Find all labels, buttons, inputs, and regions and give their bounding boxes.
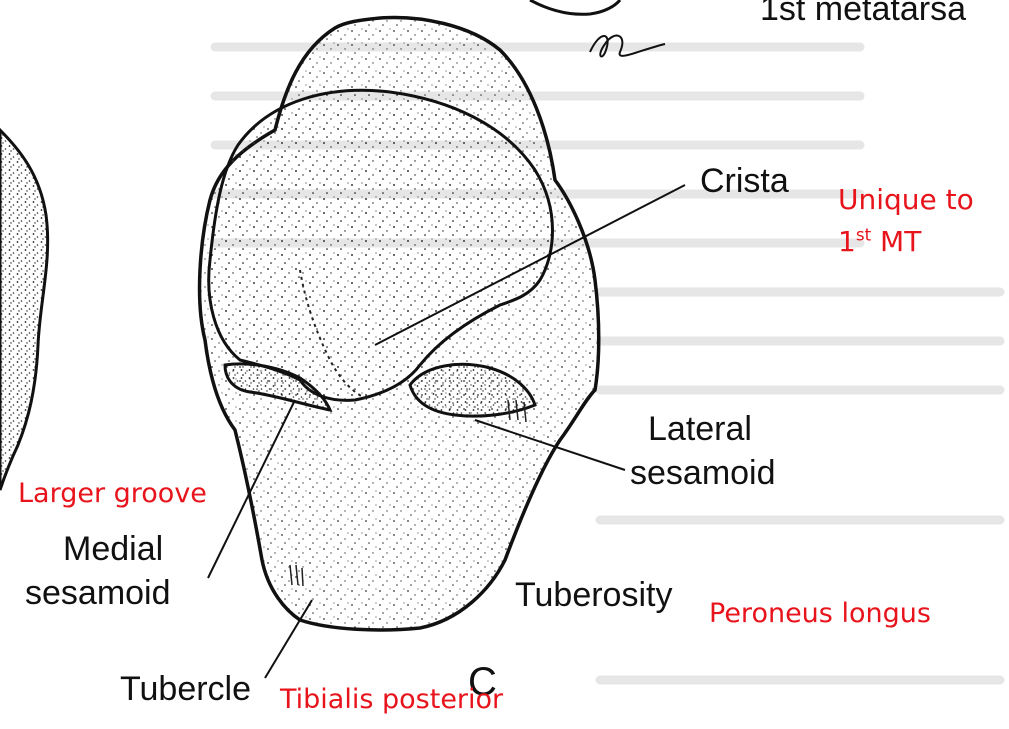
tibialis-posterior-label: Tibialis posterior <box>280 686 503 713</box>
unique-to-first-mt-line2: 1st MT <box>838 228 921 256</box>
top-right-label: 1st metatarsa <box>760 0 966 26</box>
lateral-sesamoid-label-line2: sesamoid <box>630 456 776 490</box>
mt-text: MT <box>871 225 921 258</box>
first-sup: st <box>856 225 871 245</box>
adjacent-bone-left <box>0 130 48 490</box>
larger-groove-label: Larger groove <box>18 480 207 507</box>
tuberosity-label: Tuberosity <box>515 578 672 612</box>
top-bone-fragment <box>530 0 620 14</box>
peroneus-longus-label: Peroneus longus <box>709 600 931 627</box>
first-num: 1 <box>838 225 856 258</box>
crista-label: Crista <box>700 164 789 198</box>
tubercle-label: Tubercle <box>120 672 251 706</box>
unique-to-first-mt-line1: Unique to <box>838 186 974 214</box>
medial-sesamoid-label-line2: sesamoid <box>25 576 171 610</box>
medial-sesamoid-label-line1: Medial <box>63 532 163 566</box>
lateral-sesamoid-label-line1: Lateral <box>648 412 752 446</box>
